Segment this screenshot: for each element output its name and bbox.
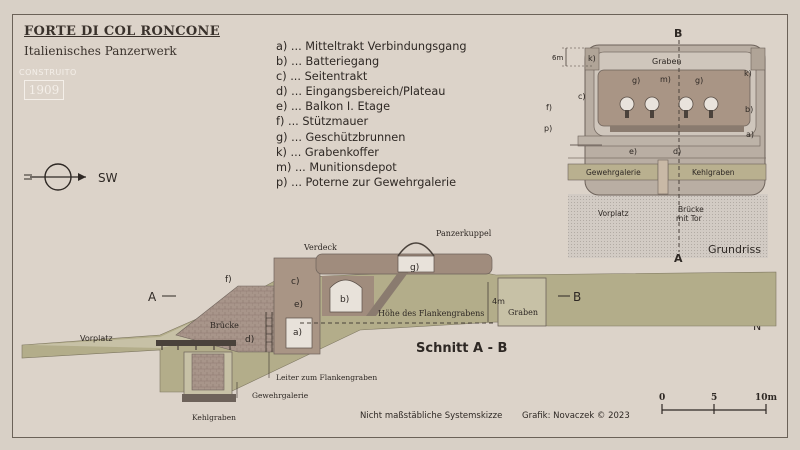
section-4m-label: 4m xyxy=(492,297,505,306)
section-label-g: g) xyxy=(410,263,419,273)
plan-graben-label: Graben xyxy=(652,57,681,66)
section-label-b: b) xyxy=(340,295,349,305)
section-marker-b: B xyxy=(573,290,581,304)
legend-item: m) ... Munitionsdepot xyxy=(276,160,397,174)
section-kehlgraben-label: Kehlgraben xyxy=(192,413,236,422)
plan-label-m: m) xyxy=(660,75,671,84)
section-leiter-label: Leiter zum Flankengraben xyxy=(276,373,377,382)
scale-tick-0: 0 xyxy=(659,393,665,403)
section-gewehrgalerie-label: Gewehrgalerie xyxy=(252,391,309,400)
section-verdeck-label: Verdeck xyxy=(303,243,337,252)
plan-label-g1: g) xyxy=(632,76,640,85)
section-panzerkuppel-label: Panzerkuppel xyxy=(436,229,492,238)
section-label-c: c) xyxy=(291,277,299,287)
plan-kehlgraben-label: Kehlgraben xyxy=(692,168,735,177)
legend-item: a) ... Mitteltrakt Verbindungsgang xyxy=(276,40,467,53)
plan-vorplatz-label: Vorplatz xyxy=(598,209,629,218)
plan-label-g2: g) xyxy=(695,76,703,85)
section-drawing xyxy=(21,242,777,402)
built-year-plaque: 1909 xyxy=(24,80,64,100)
section-label-a: a) xyxy=(293,328,302,338)
section-bruecke-label: Brücke xyxy=(210,321,239,330)
plan-label-p: p) xyxy=(544,124,552,133)
plan-label-k-left: k) xyxy=(588,54,596,63)
legend-item: p) ... Poterne zur Gewehrgalerie xyxy=(276,175,457,189)
page-subtitle: Italienisches Panzerwerk xyxy=(24,44,177,58)
plan-label-b: b) xyxy=(745,105,753,114)
plan-label-e: e) xyxy=(629,147,637,156)
legend-item: g) ... Geschützbrunnen xyxy=(276,130,406,144)
scale-tick-10m: 10m xyxy=(755,393,778,403)
section-label-d: d) xyxy=(245,335,254,345)
plan-mit-tor-label: mit Tor xyxy=(676,214,703,223)
compass-n-label: N xyxy=(753,320,761,333)
built-label: CONSTRUITO xyxy=(19,68,77,77)
plan-6m-label: 6m xyxy=(552,54,563,62)
plan-label-c: c) xyxy=(578,92,586,101)
section-marker-a: A xyxy=(148,290,157,304)
plan-section-b: B xyxy=(674,27,682,40)
legend-item: d) ... Eingangsbereich/Plateau xyxy=(276,85,446,99)
section-title: Schnitt A - B xyxy=(416,341,507,356)
plan-bruecke-label: Brücke xyxy=(678,205,704,214)
legend-item: b) ... Batteriegang xyxy=(276,55,380,69)
legend-item: c) ... Seitentrakt xyxy=(276,70,368,84)
plan-gewehrgalerie-label: Gewehrgalerie xyxy=(586,168,641,177)
plan-drawing xyxy=(562,40,768,258)
legend-item: e) ... Balkon I. Etage xyxy=(276,100,391,114)
plan-label-d: d) xyxy=(673,147,681,156)
plan-label-k-right: k) xyxy=(744,69,752,78)
compass-sw-label: SW xyxy=(98,171,118,185)
plan-label-f: f) xyxy=(546,103,552,112)
section-label-e: e) xyxy=(294,300,303,310)
scale-bar xyxy=(661,404,767,414)
plan-label-a: a) xyxy=(746,130,754,139)
section-vorplatz-label: Vorplatz xyxy=(80,334,113,343)
compass-sw-icon xyxy=(24,163,86,191)
plan-title: Grundriss xyxy=(708,243,761,256)
scale-tick-5: 5 xyxy=(711,393,717,403)
plan-section-a: A xyxy=(674,252,683,265)
section-hoehe-label: Höhe des Flankengrabens xyxy=(378,309,484,318)
footer-note: Nicht maßstäbliche Systemskizze xyxy=(360,411,502,421)
legend: a) ... Mitteltrakt Verbindungsgang b) ...… xyxy=(276,39,467,190)
legend-item: f) ... Stützmauer xyxy=(276,115,369,129)
section-graben-label: Graben xyxy=(508,308,538,317)
page-title: FORTE DI COL RONCONE xyxy=(24,24,220,39)
section-label-f: f) xyxy=(225,275,232,285)
footer-credit: Grafik: Novaczek © 2023 xyxy=(522,411,630,421)
legend-item: k) ... Grabenkoffer xyxy=(276,145,379,159)
